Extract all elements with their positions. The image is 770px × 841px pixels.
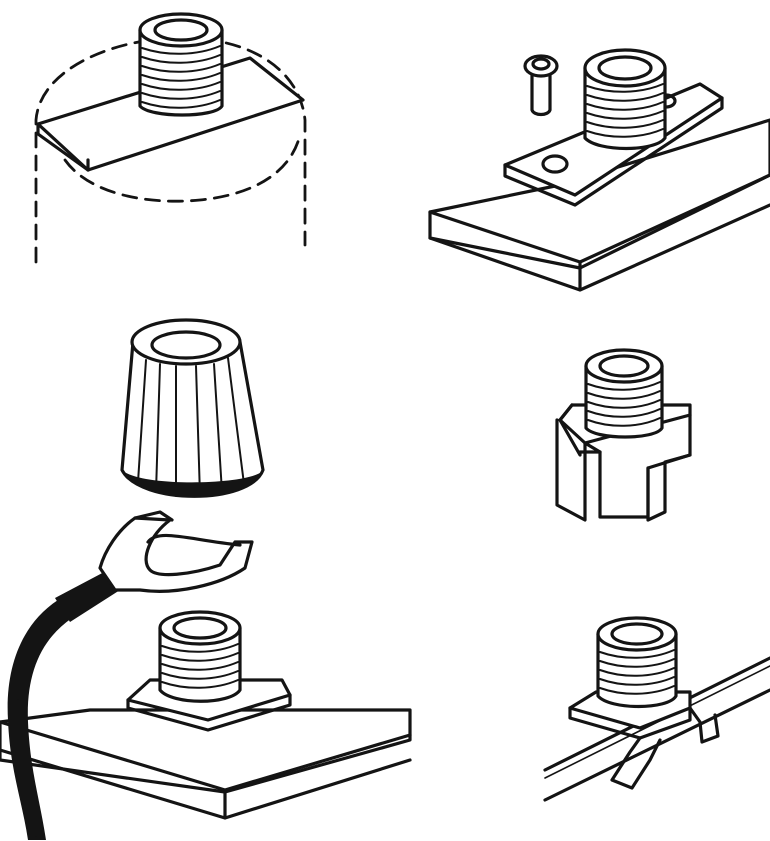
threaded-bushing <box>138 12 224 117</box>
thread-line <box>141 63 221 73</box>
threaded-bushing <box>583 48 667 151</box>
terminal-on-plate-with-rivet <box>428 48 770 292</box>
thread-line <box>161 670 239 680</box>
thread-line <box>587 408 661 418</box>
thread-line <box>161 661 239 671</box>
thread-line <box>586 110 664 120</box>
thread-line <box>141 81 221 91</box>
thread-line <box>587 381 661 391</box>
terminal-clip-on-rod <box>543 616 770 802</box>
thread-line <box>599 658 675 668</box>
threaded-bushing <box>158 610 242 703</box>
thread-line <box>141 72 221 82</box>
thread-line <box>587 390 661 400</box>
terminal-on-tab-with-dashed-outline <box>34 12 307 264</box>
thread-line <box>161 643 239 653</box>
thread-line <box>586 119 664 129</box>
conical-insulating-cap <box>120 318 265 498</box>
fork-lug <box>98 510 254 593</box>
thread-line <box>599 676 675 686</box>
thread-line <box>141 90 221 100</box>
terminal-on-u-bracket <box>555 348 692 522</box>
insulated-wire <box>7 570 120 840</box>
threaded-bushing <box>596 616 678 709</box>
thread-line <box>587 399 661 409</box>
thread-line <box>161 652 239 662</box>
fork-lug-terminal-on-board <box>0 510 412 840</box>
threaded-bushing <box>584 348 664 439</box>
thread-line <box>599 685 675 695</box>
thread-line <box>586 101 664 111</box>
thread-line <box>586 83 664 93</box>
thread-line <box>161 679 239 689</box>
thread-line <box>586 92 664 102</box>
thread-line <box>587 417 661 427</box>
thread-line <box>599 667 675 677</box>
thread-line <box>141 45 221 55</box>
thread-line <box>141 54 221 64</box>
thread-line <box>599 649 675 659</box>
rivet <box>523 54 559 117</box>
thread-line <box>586 128 664 138</box>
thread-line <box>141 99 221 109</box>
